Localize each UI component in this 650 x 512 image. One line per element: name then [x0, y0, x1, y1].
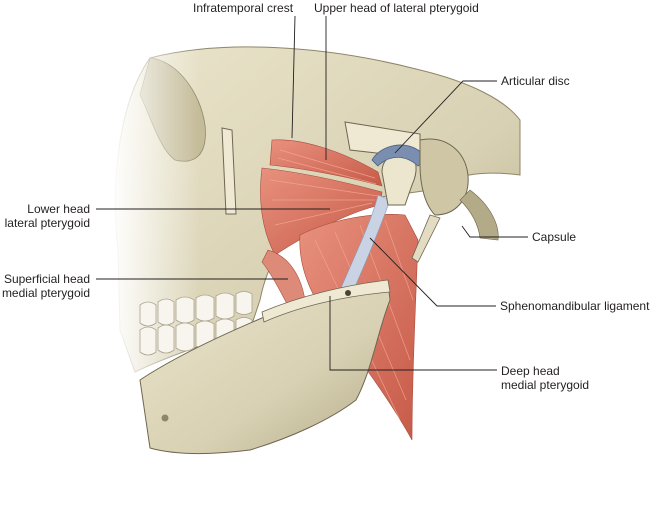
leader-deep-head-medial-pterygoid — [329, 296, 497, 371]
label-articular-disc: Articular disc — [501, 74, 570, 88]
mandibular-foramen — [345, 290, 351, 296]
label-superficial-head-medial-pterygoid: Superficial head medial pterygoid — [1, 272, 90, 300]
capsule-shape — [459, 189, 499, 241]
leader-sphenomandibular-ligament — [369, 237, 496, 307]
leader-lines — [96, 15, 528, 371]
ear-region — [419, 138, 469, 216]
mandible-cut-surface — [261, 279, 391, 323]
label-upper-head-lateral-pterygoid: Upper head of lateral pterygoid — [314, 1, 479, 15]
mental-foramen — [161, 414, 169, 422]
styloid-process — [411, 214, 441, 263]
lower-head-lateral-pterygoid — [260, 167, 383, 256]
label-capsule: Capsule — [532, 230, 577, 244]
leader-infratemporal-crest — [291, 15, 296, 139]
label-deep-head-medial-pterygoid: Deep head medial pterygoid — [501, 364, 590, 392]
label-infratemporal-crest: Infratemporal crest — [193, 1, 294, 15]
leader-capsule — [461, 225, 528, 238]
zygomatic-arch — [221, 127, 237, 215]
upper-head-lateral-pterygoid — [269, 139, 383, 187]
leader-articular-disc — [394, 80, 497, 154]
label-sphenomandibular-ligament: Sphenomandibular ligament — [500, 299, 650, 313]
upper-teeth — [139, 291, 253, 327]
label-lower-head-lateral-pterygoid: Lower head lateral pterygoid — [4, 202, 90, 230]
